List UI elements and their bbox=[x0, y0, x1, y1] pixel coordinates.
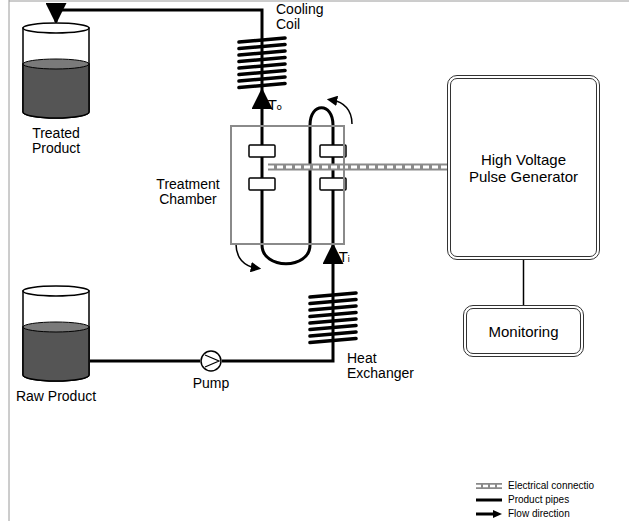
product-tank: Raw Product bbox=[22, 285, 90, 383]
pump-symbol: Pump bbox=[200, 350, 222, 372]
legend-text: Product pipes bbox=[508, 494, 569, 506]
frame-line bbox=[9, 0, 10, 521]
legend-row: Product pipes bbox=[474, 493, 594, 507]
electrical-connection bbox=[345, 167, 447, 168]
product-tank: Treated Product bbox=[22, 22, 90, 120]
legend: Electrical connectioProduct pipesFlow di… bbox=[474, 479, 594, 521]
legend-swatch bbox=[474, 495, 504, 505]
generator-box: High Voltage Pulse Generator bbox=[447, 75, 600, 260]
legend-text: Electrical connectio bbox=[508, 480, 594, 492]
product-pipe bbox=[262, 90, 263, 125]
node-label: Pump bbox=[186, 376, 236, 391]
signal-wire bbox=[523, 260, 524, 305]
tank-symbol bbox=[22, 285, 90, 383]
node-label: Cooling Coil bbox=[276, 2, 342, 32]
product-pipe bbox=[222, 345, 333, 361]
legend-row: Flow direction bbox=[474, 507, 594, 521]
node-label: High Voltage Pulse Generator bbox=[468, 151, 580, 185]
tank-symbol bbox=[22, 22, 90, 120]
temperature-label: Tₒ bbox=[268, 98, 282, 113]
node-label: Monitoring bbox=[488, 323, 558, 340]
monitoring-box: Monitoring bbox=[463, 305, 584, 357]
pump-symbol bbox=[200, 350, 222, 372]
cooling-coil: Cooling Coil bbox=[236, 35, 288, 90]
node-label: Heat Exchanger bbox=[347, 351, 427, 381]
temperature-label: Tᵢ bbox=[339, 250, 350, 265]
node-label: Treatment Chamber bbox=[150, 177, 226, 207]
product-pipe bbox=[333, 245, 334, 290]
product-pipe bbox=[90, 361, 200, 362]
heat-exchanger: Heat Exchanger bbox=[307, 290, 359, 345]
coil-symbol bbox=[307, 290, 359, 345]
electrodes bbox=[249, 145, 346, 190]
node-label: Raw Product bbox=[12, 389, 100, 404]
coil-symbol bbox=[236, 35, 288, 90]
legend-text: Flow direction bbox=[508, 508, 570, 520]
legend-swatch bbox=[474, 509, 504, 519]
legend-row: Electrical connectio bbox=[474, 479, 594, 493]
node-label: Treated Product bbox=[12, 126, 100, 156]
legend-swatch bbox=[474, 481, 504, 491]
electrical-line bbox=[268, 167, 345, 168]
treatment-chamber: Treatment Chamber bbox=[230, 125, 345, 245]
